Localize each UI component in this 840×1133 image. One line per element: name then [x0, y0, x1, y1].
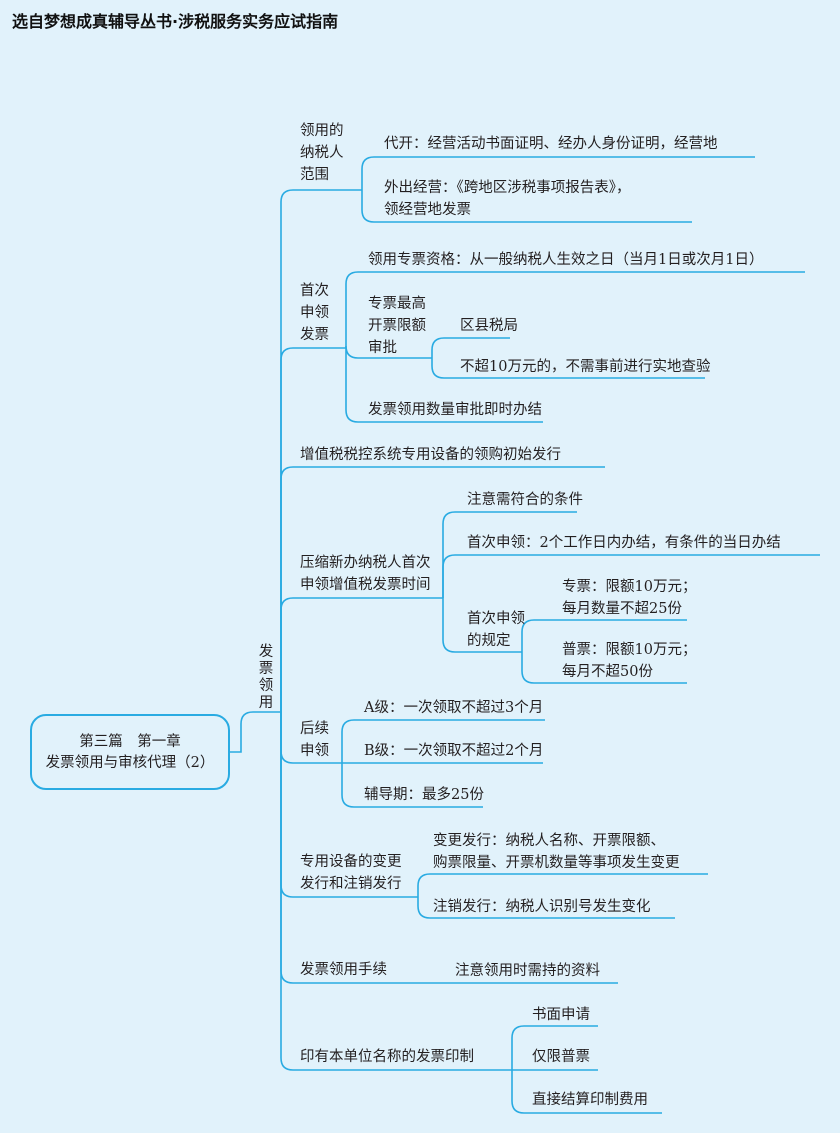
connector-line [442, 511, 577, 598]
connector-line [345, 348, 543, 423]
node-compress-rules[interactable]: 首次申领 的规定 [467, 608, 525, 652]
node-text: 首次 [300, 283, 329, 299]
node-device[interactable]: 增值税税控系统专用设备的领购初始发行 [300, 447, 561, 463]
node-printing-fee[interactable]: 直接结算印制费用 [532, 1092, 648, 1108]
node-compress-conditions[interactable]: 注意需符合的条件 [467, 492, 583, 508]
node-compress-first[interactable]: 首次申领：2个工作日内办结，有条件的当日办结 [467, 535, 781, 551]
connector-line [280, 189, 362, 712]
node-text: 领经营地发票 [384, 202, 471, 218]
node-text: 领用的 [300, 123, 344, 139]
node-text: 发行和注销发行 [300, 876, 402, 892]
node-text: 审批 [368, 340, 397, 356]
node-text: 专票：限额10万元； [562, 579, 697, 595]
node-scope[interactable]: 领用的 纳税人 范围 [300, 120, 344, 186]
node-text: 申领 [300, 743, 329, 759]
central-node-line2: 发票领用与审核代理（2） [45, 755, 215, 771]
connector-line [442, 554, 820, 598]
node-text: 外出经营：《跨地区涉税事项报告表》， [384, 180, 631, 196]
node-text: 每月不超50份 [562, 664, 653, 680]
node-rules-ordinary[interactable]: 普票：限额10万元； 每月不超50份 [562, 639, 696, 683]
connector-line [230, 711, 281, 753]
node-text: 后续 [300, 721, 329, 737]
node-text: 普票：限额10万元； [562, 642, 697, 658]
connector-line [280, 712, 512, 1071]
connector-line [341, 763, 483, 808]
node-text: 申领增值税发票时间 [300, 577, 431, 593]
node-subsequent-b[interactable]: B级：一次领取不超过2个月 [364, 743, 544, 759]
node-text: 专用设备的变更 [300, 854, 402, 870]
node-procedure[interactable]: 发票领用手续 [300, 962, 387, 978]
node-first-limit-county[interactable]: 区县税局 [460, 318, 518, 334]
node-change-cancel[interactable]: 注销发行：纳税人识别号发生变化 [433, 899, 651, 915]
connector-line [361, 156, 755, 190]
node-first[interactable]: 首次 申领 发票 [300, 280, 329, 346]
node-change-alter[interactable]: 变更发行：纳税人名称、开票限额、 购票限量、开票机数量等事项发生变更 [433, 830, 680, 874]
node-rules-special[interactable]: 专票：限额10万元； 每月数量不超25份 [562, 576, 696, 620]
node-compress[interactable]: 压缩新办纳税人首次 申领增值税发票时间 [300, 552, 431, 596]
node-text: 专票最高 [368, 296, 426, 312]
node-first-limit-100k[interactable]: 不超10万元的，不需事前进行实地查验 [460, 359, 711, 375]
connector-line [442, 598, 522, 653]
node-text: 开票限额 [368, 318, 426, 334]
node-text: 发票 [300, 327, 329, 343]
node-text: 每月数量不超25份 [562, 601, 682, 617]
node-text: 范围 [300, 167, 329, 183]
node-printing-application[interactable]: 书面申请 [532, 1007, 590, 1023]
branch-label: 发票领用 [258, 644, 274, 711]
node-text: 压缩新办纳税人首次 [300, 555, 431, 571]
node-text: 申领 [300, 305, 329, 321]
node-procedure-materials[interactable]: 注意领用时需持的资料 [455, 963, 600, 979]
node-scope-agent[interactable]: 代开：经营活动书面证明、经办人身份证明，经营地 [384, 136, 718, 152]
node-first-qualification[interactable]: 领用专票资格：从一般纳税人生效之日（当月1日或次月1日） [368, 252, 764, 268]
node-scope-outside[interactable]: 外出经营：《跨地区涉税事项报告表》， 领经营地发票 [384, 177, 631, 221]
connector-line [280, 466, 605, 712]
connector-line [521, 652, 687, 684]
node-text: 购票限量、开票机数量等事项发生变更 [433, 855, 680, 871]
central-node-line1: 第三篇 第一章 [79, 734, 181, 750]
node-subsequent[interactable]: 后续 申领 [300, 718, 329, 762]
node-subsequent-a[interactable]: A级：一次领取不超过3个月 [364, 700, 544, 716]
node-subsequent-coaching[interactable]: 辅导期：最多25份 [364, 787, 484, 803]
connector-line [280, 347, 346, 712]
node-text: 变更发行：纳税人名称、开票限额、 [433, 833, 665, 849]
connector-line [345, 345, 432, 359]
connector-line [345, 271, 805, 348]
node-first-limit[interactable]: 专票最高 开票限额 审批 [368, 293, 426, 359]
node-change[interactable]: 专用设备的变更 发行和注销发行 [300, 851, 402, 895]
connector-line [361, 190, 692, 223]
connector-line [431, 358, 705, 379]
connector-line [431, 337, 510, 358]
connector-line [417, 897, 675, 919]
node-text: 的规定 [467, 633, 511, 649]
connector-line [521, 619, 687, 652]
connector-line [511, 1070, 662, 1114]
node-printing-ordinary[interactable]: 仅限普票 [532, 1049, 590, 1065]
node-first-quantity[interactable]: 发票领用数量审批即时办结 [368, 402, 542, 418]
connector-line [341, 719, 545, 763]
connector-line [511, 1025, 598, 1070]
central-node[interactable]: 第三篇 第一章 发票领用与审核代理（2） [30, 714, 230, 790]
node-text: 纳税人 [300, 145, 344, 161]
connector-line [417, 873, 708, 897]
page-title: 选自梦想成真辅导丛书·涉税服务实务应试指南 [12, 12, 339, 31]
node-text: 首次申领 [467, 611, 525, 627]
node-printing[interactable]: 印有本单位名称的发票印制 [300, 1049, 474, 1065]
connector-line [280, 597, 443, 712]
